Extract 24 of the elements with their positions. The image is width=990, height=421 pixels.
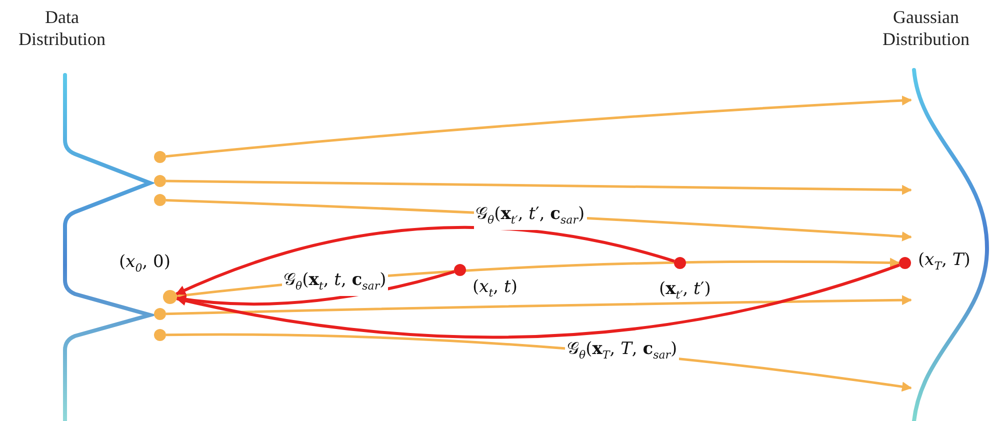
arrow	[166, 180, 912, 195]
edge-label: 𝒢$_{θ}$(x$_{t}$, t, c$_{sar}$)	[282, 270, 388, 296]
coordinate-label: (x$_{T}$, T)	[918, 250, 970, 274]
point-marker	[154, 308, 166, 320]
arrow	[176, 264, 900, 339]
distribution-curve	[912, 68, 989, 421]
distribution-heading: Data Distribution	[17, 6, 106, 50]
point-marker	[163, 290, 177, 304]
point-marker	[154, 175, 166, 187]
arrow	[175, 226, 675, 296]
point-marker	[454, 264, 466, 276]
distribution-heading: Gaussian Distribution	[881, 6, 970, 50]
point-marker	[899, 257, 911, 269]
arrow	[166, 95, 912, 158]
point-marker	[154, 194, 166, 206]
arrow	[176, 270, 455, 306]
point-marker	[154, 329, 166, 341]
coordinate-label: (x$_{t}$, t)	[472, 277, 518, 302]
point-marker	[154, 151, 166, 163]
edge-label: 𝒢$_{θ}$(x$_{t′}$, t′, c$_{sar}$)	[474, 204, 587, 230]
point-marker	[674, 257, 686, 269]
coordinate-label: (x$_{t′}$, t′)	[659, 279, 711, 304]
coordinate-label: (x$_{0}$, 0)	[119, 252, 170, 276]
arrow	[166, 295, 912, 316]
